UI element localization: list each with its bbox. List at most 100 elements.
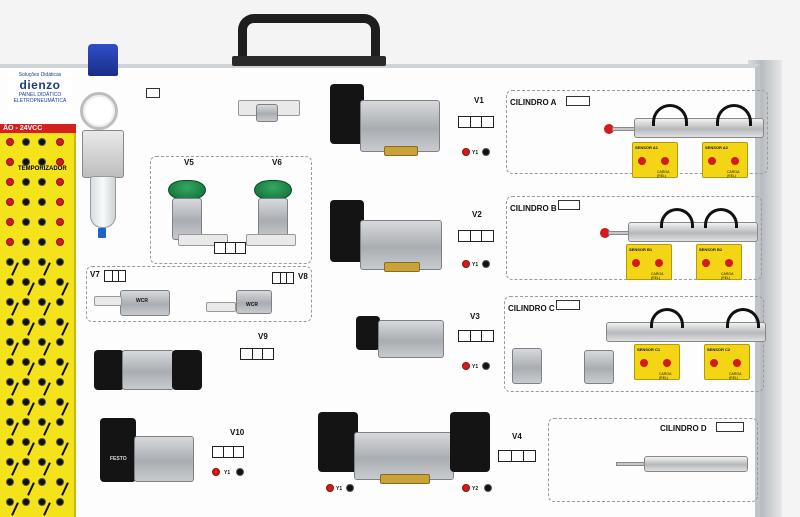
panel-jack [56,438,64,446]
panel-jack [38,378,46,386]
sensor-a1-title: SENSOR A1 [635,145,658,150]
solenoid-coil-v4-right [450,412,490,472]
cylinder-c-valve-right [584,350,614,384]
brand-festo-v10: FESTO [110,456,127,462]
valve-body-v2 [360,220,442,270]
sensor-card-b2: SENSOR B2 CARGA (REL) [696,244,742,280]
symbol-v3 [458,330,494,342]
panel-jack [56,238,64,246]
panel-jack [22,398,30,406]
sensor-c2-title: SENSOR C2 [707,347,731,352]
brand-wcr-v7: WCR [136,298,148,304]
panel-jack [38,478,46,486]
pressure-gauge-icon [80,92,118,130]
panel-jack [38,198,46,206]
panel-jack [6,278,14,286]
exhaust-v2 [384,262,420,272]
drain-fitting [98,228,106,238]
jack-v4-y2-red [462,484,470,492]
panel-jack [22,438,30,446]
exhaust-v1 [384,146,418,156]
panel-jack [22,238,30,246]
zone-cylinder-d [548,418,758,502]
cable-sensor-c1 [650,308,684,328]
voltage-label: ÃO - 24VCC [0,124,76,133]
brand-name: dienzo [19,78,61,92]
top-small-valve [256,104,278,122]
sensor-b2-jack-2 [725,259,733,267]
push-button-v6 [254,180,292,200]
sensor-a2-title: SENSOR A2 [705,145,728,150]
valve-body-v3 [378,320,444,358]
panel-jack [38,278,46,286]
cylinder-a-rod [612,127,636,131]
label-v4: V4 [512,432,522,441]
carry-handle [238,14,380,66]
fittings-v8 [206,302,236,312]
label-v4-y2: Y2 [472,486,479,492]
valve-body-v1 [360,100,440,152]
valve-body-v10 [134,436,194,482]
panel-jack [56,478,64,486]
regulator-knob [88,44,118,76]
panel-jack [22,178,30,186]
sensor-b2-title: SENSOR B2 [699,247,723,252]
label-v9: V9 [258,332,268,341]
panel-jack [38,218,46,226]
sensor-c2-jack-1 [710,359,718,367]
panel-jack [56,178,64,186]
sensor-b1-jack-1 [632,259,640,267]
jack-v4-y1-red [326,484,334,492]
panel-jack [56,158,64,166]
label-v1: V1 [474,96,484,105]
sensor-a1-tag: CARGA (REL) [657,170,670,178]
panel-jack [56,318,64,326]
jack-v1-y1-black [482,148,490,156]
solenoid-coil-v9-left [94,350,124,390]
panel-jack [6,478,14,486]
panel-jack [56,278,64,286]
panel-jack [22,298,30,306]
panel-jack [6,458,14,466]
sensor-a2-jack-2 [731,157,739,165]
timer-label: TEMPORIZADOR [18,166,67,172]
panel-jack [56,198,64,206]
symbol-v10 [212,446,244,458]
solenoid-coil-v1 [330,84,364,144]
sensor-card-a1: SENSOR A1 CARGA (REL) [632,142,678,178]
label-v3: V3 [470,312,480,321]
label-v6: V6 [272,158,282,167]
label-cylinder-a: CILINDRO A [510,98,557,107]
sensor-c2-jack-2 [733,359,741,367]
panel-jack [56,418,64,426]
panel-jack [22,158,30,166]
panel-jack [6,378,14,386]
panel-jack [6,198,14,206]
panel-jack [22,418,30,426]
panel-jack [6,218,14,226]
sensor-a2-tag: CARGA (REL) [727,170,740,178]
panel-jack [38,138,46,146]
sensor-card-c2: SENSOR C2 CARGA (REL) [704,344,750,380]
sensor-b1-title: SENSOR B1 [629,247,653,252]
panel-jack [38,258,46,266]
panel-jack [38,438,46,446]
solenoid-coil-v9-right [172,350,202,390]
panel-jack [6,418,14,426]
cylinder-d-rod [616,462,646,466]
jack-v2-y1-black [482,260,490,268]
cylinder-d-symbol [716,422,744,432]
cable-sensor-a2 [716,104,752,126]
symbol-v9 [240,348,274,360]
sensor-c2-tag: CARGA (REL) [729,372,742,380]
jack-v3-y1-red [462,362,470,370]
sensor-a1-jack-1 [638,157,646,165]
jack-v3-y1-black [482,362,490,370]
panel-jack [38,338,46,346]
panel-jack [38,498,46,506]
fittings-v6 [246,234,296,246]
label-v8: V8 [298,272,308,281]
button-valve-v5 [172,198,202,240]
brand-panel-line-1: PAINEL DIDÁTICO [18,92,62,98]
